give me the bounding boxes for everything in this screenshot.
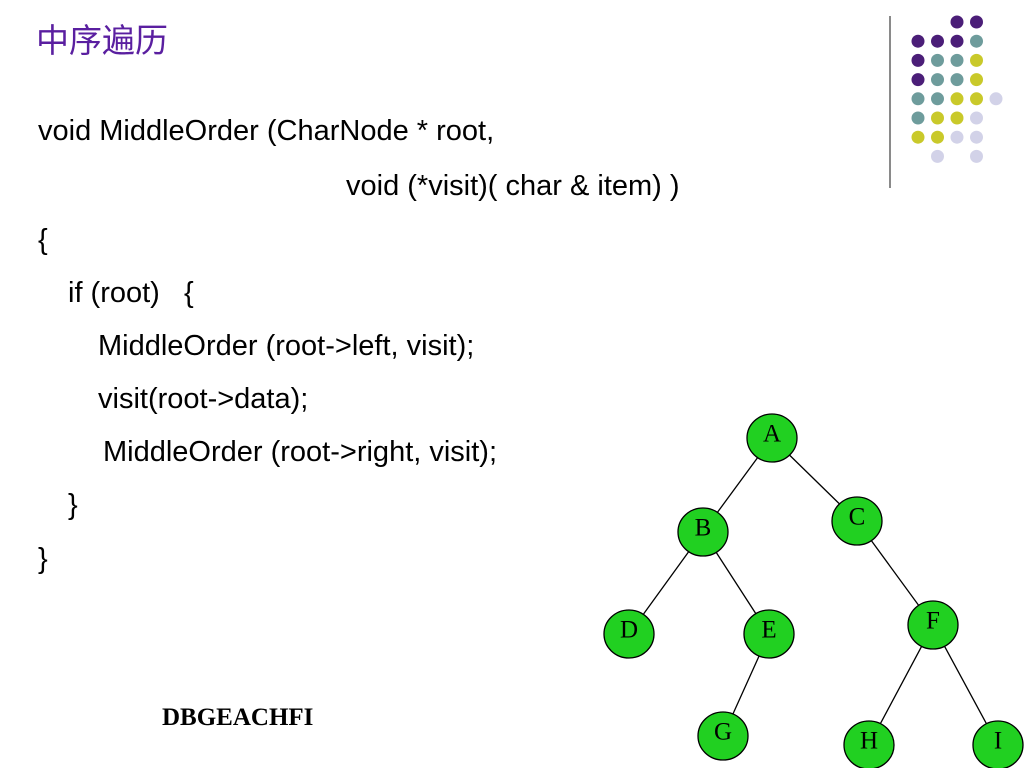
decorative-dot xyxy=(989,92,1003,106)
tree-node-circle xyxy=(746,413,798,463)
code-line-2: void (*visit)( char & item) ) xyxy=(346,170,680,202)
decorative-dot xyxy=(911,130,925,144)
decorative-dot xyxy=(950,53,964,67)
tree-edge-E-G xyxy=(732,655,760,715)
decorative-dot xyxy=(970,15,983,29)
tree-edge-B-E xyxy=(715,551,757,615)
tree-node-A: A xyxy=(746,413,798,463)
tree-node-label: E xyxy=(761,617,776,644)
decorative-dot xyxy=(911,34,925,48)
code-line-6: visit(root->data); xyxy=(98,383,309,415)
decorative-dot xyxy=(911,73,925,87)
binary-tree-diagram: A B C D E F G H I xyxy=(603,413,1024,768)
tree-node-circle xyxy=(972,720,1024,768)
tree-node-B: B xyxy=(677,507,729,557)
decorative-dot xyxy=(911,53,925,67)
tree-edge-F-H xyxy=(879,645,923,725)
tree-node-label: I xyxy=(994,728,1002,755)
tree-edge-C-F xyxy=(870,539,920,607)
code-line-3: { xyxy=(38,224,48,256)
tree-node-E: E xyxy=(743,609,795,659)
tree-edge-A-B xyxy=(716,456,759,514)
decorative-dot xyxy=(931,130,944,144)
decorative-dot xyxy=(970,92,983,106)
decorative-dot-grid xyxy=(911,15,1003,163)
code-line-1: void MiddleOrder (CharNode * root, xyxy=(38,115,495,147)
tree-edge-F-I xyxy=(943,645,988,725)
decorative-dot xyxy=(950,73,964,87)
decorative-dot xyxy=(911,92,925,106)
decorative-dot xyxy=(931,111,944,125)
decorative-dot xyxy=(931,34,944,48)
tree-node-circle xyxy=(743,609,795,659)
decorative-dot xyxy=(931,53,944,67)
tree-node-G: G xyxy=(697,711,749,761)
tree-node-I: I xyxy=(972,720,1024,768)
tree-node-H: H xyxy=(843,720,895,768)
slide-title: 中序遍历 xyxy=(36,21,168,60)
decorative-dot xyxy=(911,111,925,125)
tree-node-label: B xyxy=(695,515,712,542)
decorative-dot xyxy=(950,34,964,48)
traversal-result: DBGEACHFI xyxy=(162,704,314,731)
tree-node-D: D xyxy=(603,609,655,659)
decorative-dot xyxy=(931,92,944,106)
tree-node-label: D xyxy=(620,617,638,644)
code-line-9: } xyxy=(38,543,48,575)
decorative-dot xyxy=(970,130,983,144)
decorative-dot xyxy=(950,111,964,125)
code-line-4: if (root) { xyxy=(68,277,194,309)
tree-edge-B-D xyxy=(642,551,690,615)
tree-node-circle xyxy=(907,600,959,650)
tree-node-label: C xyxy=(849,504,866,531)
tree-node-label: A xyxy=(763,421,781,448)
decorative-dot xyxy=(970,73,983,87)
code-line-7: MiddleOrder (root->right, visit); xyxy=(103,436,498,468)
tree-node-label: H xyxy=(860,728,878,755)
tree-node-F: F xyxy=(907,600,959,650)
decorative-dot xyxy=(970,149,983,163)
decorative-dot xyxy=(950,15,964,29)
decorative-dot xyxy=(931,73,944,87)
tree-node-circle xyxy=(843,720,895,768)
tree-node-circle xyxy=(603,609,655,659)
tree-node-circle xyxy=(831,496,883,546)
decorative-dot xyxy=(931,149,944,163)
tree-node-C: C xyxy=(831,496,883,546)
decorative-dot xyxy=(970,34,983,48)
decorative-dot xyxy=(950,92,964,106)
tree-node-circle xyxy=(677,507,729,557)
tree-edge-A-C xyxy=(788,454,841,505)
tree-node-label: F xyxy=(926,608,940,635)
decorative-dot xyxy=(970,53,983,67)
decorative-divider xyxy=(889,16,891,188)
decorative-dot xyxy=(950,130,964,144)
tree-node-circle xyxy=(697,711,749,761)
code-line-8: } xyxy=(68,489,78,521)
decorative-dot xyxy=(970,111,983,125)
tree-node-label: G xyxy=(714,719,732,746)
code-line-5: MiddleOrder (root->left, visit); xyxy=(98,330,475,362)
